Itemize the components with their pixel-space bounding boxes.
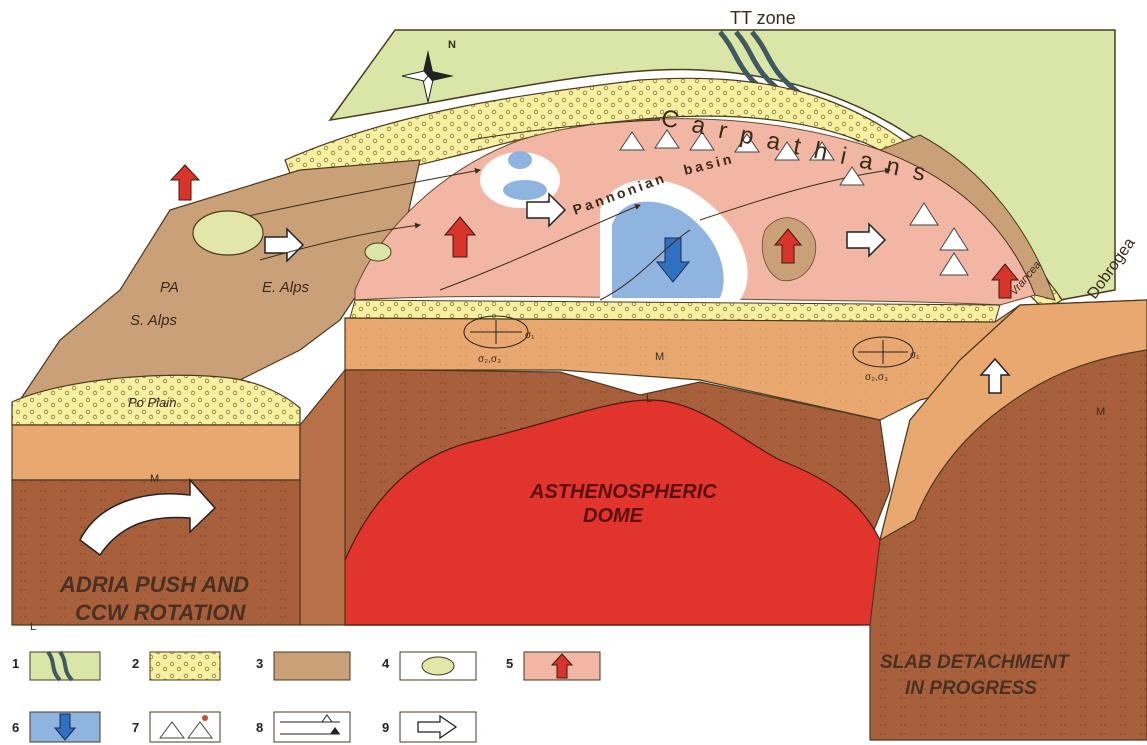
- legend-swatch-2: [150, 652, 220, 680]
- subsidence-small-blue-2: [503, 180, 547, 200]
- stress-ellipse-left: [464, 316, 528, 348]
- legend-number-9: 9: [382, 720, 389, 735]
- litho-label-center: L: [646, 393, 652, 405]
- slab-label-1: SLAB DETACHMENT: [880, 652, 1070, 673]
- subsidence-small-blue-1: [508, 151, 532, 169]
- red-up-arrow-west: [171, 165, 199, 200]
- legend: 1 2 3 4 5 6 7 8 9: [12, 652, 600, 742]
- legend-swatch-4: [400, 652, 476, 680]
- legend-number-7: 7: [132, 720, 139, 735]
- tt-zone-label: TT zone: [730, 8, 796, 28]
- po-plain-label: Po Plain: [128, 395, 176, 410]
- legend-swatch-1: [30, 652, 100, 680]
- legend-number-8: 8: [256, 720, 263, 735]
- legend-number-5: 5: [506, 656, 513, 671]
- north-label: N: [448, 39, 456, 51]
- moho-label-center: M: [655, 351, 664, 363]
- sigma1-right: σ₁: [910, 350, 920, 361]
- slab-label-2: IN PROGRESS: [905, 678, 1037, 699]
- left-block-top-crust: [12, 425, 300, 480]
- left-block-side: [300, 370, 345, 625]
- legend-swatch-5: [524, 652, 600, 680]
- legend-swatch-7: [150, 712, 220, 742]
- legend-swatch-8: [274, 712, 350, 742]
- asthenospheric-label-1: ASTHENOSPHERIC: [529, 481, 717, 503]
- legend-swatch-3: [274, 652, 350, 680]
- sigma23-right: σ₂,σ₃: [865, 372, 888, 383]
- legend-number-6: 6: [12, 720, 19, 735]
- e-alps-label: E. Alps: [262, 279, 309, 296]
- legend-swatch-9: [400, 712, 476, 742]
- moho-label-left: M: [150, 473, 159, 485]
- stress-ellipse-right: [853, 337, 913, 367]
- legend-number-3: 3: [256, 656, 263, 671]
- adria-label-2: CCW ROTATION: [75, 600, 246, 625]
- sigma23-left: σ₂,σ₃: [478, 354, 501, 365]
- legend-swatch-6: [30, 712, 100, 742]
- legend-number-1: 1: [12, 656, 19, 671]
- sigma1-left: σ₁: [525, 330, 535, 341]
- moho-label-right: M: [1096, 406, 1105, 418]
- pa-label: PA: [160, 279, 179, 296]
- asthenospheric-label-2: DOME: [583, 505, 644, 527]
- litho-label-left: L: [30, 621, 36, 633]
- adria-label-1: ADRIA PUSH AND: [59, 572, 249, 597]
- legend-number-4: 4: [382, 656, 390, 671]
- legend-number-2: 2: [132, 656, 139, 671]
- s-alps-label: S. Alps: [130, 312, 177, 329]
